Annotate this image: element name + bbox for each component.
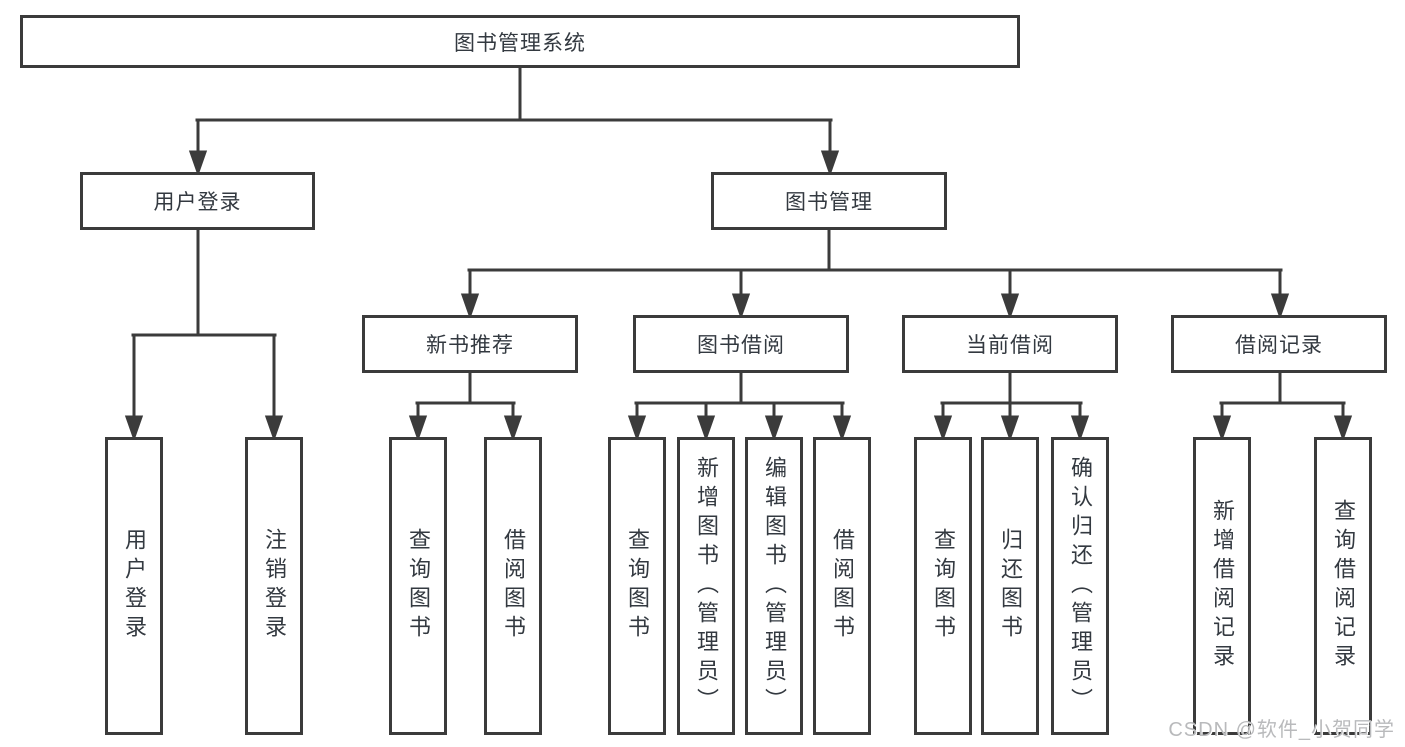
leaf-add-books-admin: 新增图书（管理员） [677,437,735,735]
leaf-add-borrow-record: 新增借阅记录 [1193,437,1251,735]
leaf-label: 查询图书 [625,528,650,644]
leaf-label: 查询借阅记录 [1331,499,1356,673]
node-current-borrowing: 当前借阅 [902,315,1118,373]
leaf-label: 编辑图书（管理员） [762,455,787,717]
node-book-management: 图书管理 [711,172,947,230]
leaf-query-books-recommend: 查询图书 [389,437,447,735]
leaf-label: 新增借阅记录 [1210,499,1235,673]
leaf-label: 查询图书 [931,528,956,644]
node-new-book-recommend: 新书推荐 [362,315,578,373]
leaf-label: 注销登录 [262,528,287,644]
leaf-label: 确认归还（管理员） [1068,455,1093,717]
node-root-library-system: 图书管理系统 [20,15,1020,68]
leaf-label: 归还图书 [998,528,1023,644]
leaf-logout: 注销登录 [245,437,303,735]
leaf-borrow-books-recommend: 借阅图书 [484,437,542,735]
leaf-label: 借阅图书 [830,528,855,644]
leaf-query-books-current: 查询图书 [914,437,972,735]
leaf-label: 查询图书 [406,528,431,644]
leaf-user-login: 用户登录 [105,437,163,735]
leaf-query-books-borrowing: 查询图书 [608,437,666,735]
leaf-query-borrow-record: 查询借阅记录 [1314,437,1372,735]
leaf-label: 新增图书（管理员） [694,455,719,717]
csdn-watermark: CSDN @软件_小贺同学 [1168,719,1395,741]
leaf-return-books: 归还图书 [981,437,1039,735]
node-book-borrowing: 图书借阅 [633,315,849,373]
leaf-label: 用户登录 [122,528,147,644]
leaf-borrow-books-borrowing: 借阅图书 [813,437,871,735]
leaf-label: 借阅图书 [501,528,526,644]
node-borrowing-records: 借阅记录 [1171,315,1387,373]
node-user-login: 用户登录 [80,172,315,230]
leaf-confirm-return-admin: 确认归还（管理员） [1051,437,1109,735]
leaf-edit-books-admin: 编辑图书（管理员） [745,437,803,735]
